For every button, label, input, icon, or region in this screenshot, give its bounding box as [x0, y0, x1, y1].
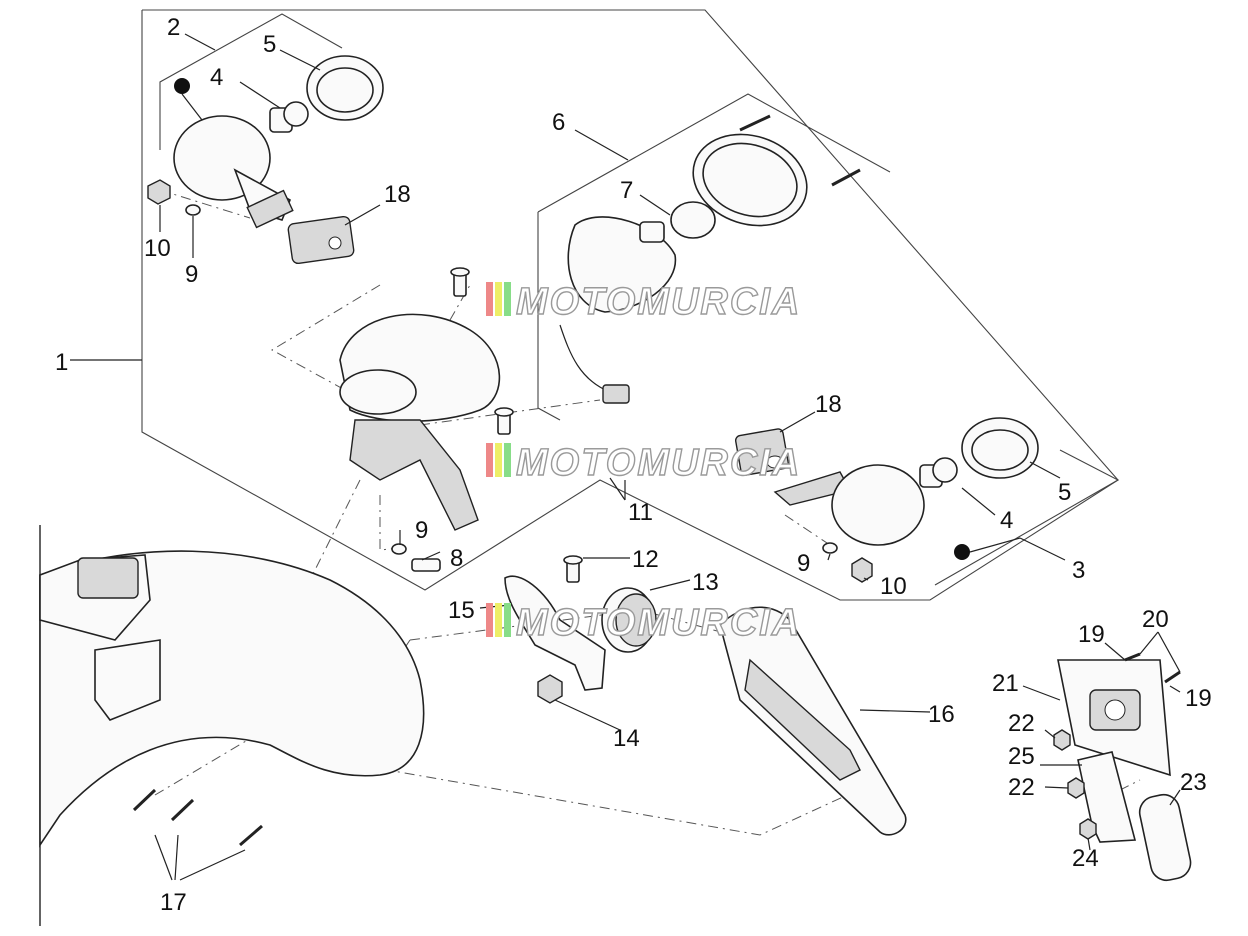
rear-reflector [1138, 793, 1192, 882]
bracket-screw [563, 555, 583, 583]
tail-light-body [339, 313, 501, 531]
callout-19-left: 19 [1078, 621, 1105, 648]
right-indicator-bulb [919, 457, 958, 488]
reflector-bracket [504, 575, 606, 691]
callout-2: 2 [167, 14, 180, 41]
watermark-bottom: MOTOMURCIA [486, 601, 801, 645]
fender-screw-2 [170, 798, 195, 822]
rear-light-bulb [639, 201, 716, 243]
washer-lower [391, 543, 407, 555]
reflector-disc [601, 587, 657, 653]
spacer-block-right [734, 428, 790, 476]
callout-15: 15 [448, 597, 475, 624]
callout-13: 13 [692, 569, 719, 596]
left-indicator-bulb [269, 101, 309, 133]
small-bracket [1077, 751, 1137, 843]
callout-18-left: 18 [384, 181, 411, 208]
callout-labels: 1 2 3 4 4 5 5 6 7 8 9 9 9 10 10 11 12 13… [55, 14, 1212, 916]
rim-screw-lower [831, 168, 861, 187]
watermark-text-bottom: MOTOMURCIA [516, 602, 801, 644]
nut-22-upper [1053, 729, 1071, 751]
watermark-text-top: MOTOMURCIA [516, 281, 801, 323]
callout-10-left: 10 [144, 235, 171, 262]
callout-22-upper: 22 [1008, 710, 1035, 737]
callout-17: 17 [160, 889, 187, 916]
rear-fender [39, 525, 425, 926]
nut-22-lower [1067, 777, 1085, 799]
license-plate-holder [719, 606, 907, 836]
callout-16: 16 [928, 701, 955, 728]
right-indicator-lens [961, 417, 1039, 479]
callout-5-right: 5 [1058, 479, 1071, 506]
callout-9-right: 9 [797, 550, 810, 577]
callout-10-right: 10 [880, 573, 907, 600]
callout-12: 12 [632, 546, 659, 573]
fixing-dot-right [954, 544, 970, 560]
callout-4-right: 4 [1000, 507, 1013, 534]
callout-3: 3 [1072, 557, 1085, 584]
frame-main-assembly [141, 9, 1119, 601]
leader-lines [70, 33, 1181, 881]
spacer-block-left [287, 215, 355, 265]
callout-11: 11 [628, 499, 653, 526]
left-indicator-lens [306, 55, 384, 121]
watermark-group: MOTOMURCIA MOTOMURCIA MOTOMURCIA [486, 280, 801, 645]
fender-screw-3 [239, 824, 263, 847]
callout-19-right: 19 [1185, 685, 1212, 712]
plate-screw-left [1124, 652, 1141, 662]
plate-mounting-plate [1057, 659, 1171, 777]
callout-20: 20 [1142, 606, 1169, 633]
callout-4-left: 4 [210, 64, 223, 91]
frame-left-indicator [159, 13, 343, 150]
watermark-text-middle: MOTOMURCIA [516, 442, 801, 484]
callout-18-right: 18 [815, 391, 842, 418]
callout-14: 14 [613, 725, 640, 752]
nut-24 [1079, 818, 1097, 840]
watermark-middle: MOTOMURCIA [486, 441, 801, 485]
callout-6: 6 [552, 109, 565, 136]
callout-9-lower: 9 [415, 517, 428, 544]
nut-right [851, 557, 873, 583]
callout-24: 24 [1072, 845, 1099, 872]
nut-left [147, 179, 171, 205]
rear-light-rim [692, 133, 808, 227]
screw-lower [411, 558, 441, 572]
screw-middle [494, 407, 514, 435]
frame-rear-light [537, 93, 891, 421]
washer-right [822, 542, 838, 554]
callout-8: 8 [450, 545, 463, 572]
bracket-nut [537, 674, 563, 704]
fender-screw-1 [132, 788, 157, 812]
callout-23: 23 [1180, 769, 1207, 796]
callout-21: 21 [992, 670, 1019, 697]
plate-screw-right [1164, 670, 1181, 684]
callout-7: 7 [620, 177, 633, 204]
right-indicator-housing [773, 464, 970, 560]
callout-25: 25 [1008, 743, 1035, 770]
frame-right-indicator [934, 449, 1120, 586]
left-indicator-housing [173, 78, 294, 229]
fixing-dot [174, 78, 190, 94]
callout-5-left: 5 [263, 31, 276, 58]
screw-top [450, 267, 470, 297]
washer-left [185, 204, 201, 216]
callout-22-lower: 22 [1008, 774, 1035, 801]
callout-9-left: 9 [185, 261, 198, 288]
callout-1: 1 [55, 349, 68, 376]
rim-screw-upper [739, 114, 771, 132]
watermark-top: MOTOMURCIA [486, 280, 801, 324]
